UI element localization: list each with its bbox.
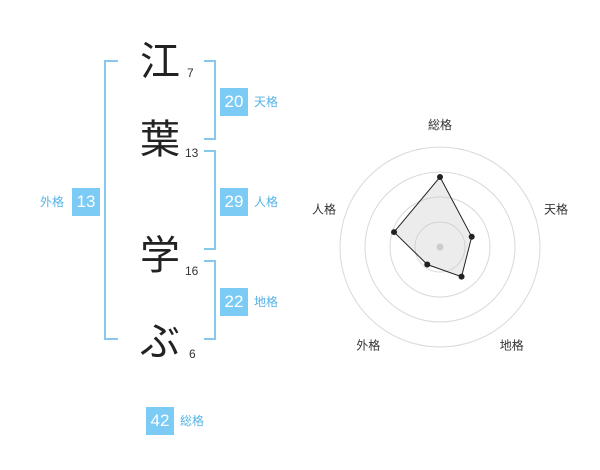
gaikaku-bracket: [104, 60, 118, 340]
radar-grid: [339, 146, 541, 348]
chikaku-value: 22: [220, 288, 248, 316]
radar-point-3: [458, 273, 465, 280]
chikaku-bracket: [204, 260, 216, 340]
name-char-2: 葉: [140, 117, 180, 163]
radar-grid-ring: [339, 146, 541, 348]
jinkaku-label: 人格: [254, 195, 279, 209]
radar-axis-label-3: 地格: [500, 338, 524, 353]
gaikaku-value: 13: [72, 188, 100, 216]
radar-point-1: [437, 174, 443, 180]
radar-grid-ring: [364, 171, 516, 323]
radar-grid-ring: [389, 196, 491, 298]
radar-grid-ring: [414, 221, 466, 273]
radar-center-dot: [436, 243, 444, 251]
jinkaku-value: 29: [220, 188, 248, 216]
stroke-count-3: 16: [185, 264, 199, 278]
radar-axis-label-1: 総格: [428, 117, 452, 132]
radar-point-2: [468, 233, 475, 240]
radar-axis-label-5: 人格: [312, 201, 336, 216]
jinkaku-bracket: [204, 150, 216, 250]
name-char-3: 学: [140, 233, 180, 279]
radar-point-4: [424, 261, 431, 268]
radar-data-polygon: [393, 176, 473, 278]
stroke-count-2: 13: [185, 146, 199, 160]
tenkaku-label: 天格: [254, 95, 279, 109]
name-char-4: ぶ: [140, 319, 180, 365]
soukaku-value: 42: [146, 407, 174, 435]
tenkaku-bracket: [204, 60, 216, 140]
stroke-count-1: 7: [187, 66, 194, 80]
radar-point-5: [391, 229, 398, 236]
stroke-count-4: 6: [189, 347, 196, 361]
soukaku-label: 総格: [180, 414, 205, 428]
radar-axis-label-4: 外格: [356, 338, 380, 353]
gaikaku-label: 外格: [40, 195, 65, 209]
chikaku-label: 地格: [254, 295, 279, 309]
radar-axis-label-2: 天格: [544, 201, 568, 216]
tenkaku-value: 20: [220, 88, 248, 116]
name-char-1: 江: [140, 39, 180, 85]
